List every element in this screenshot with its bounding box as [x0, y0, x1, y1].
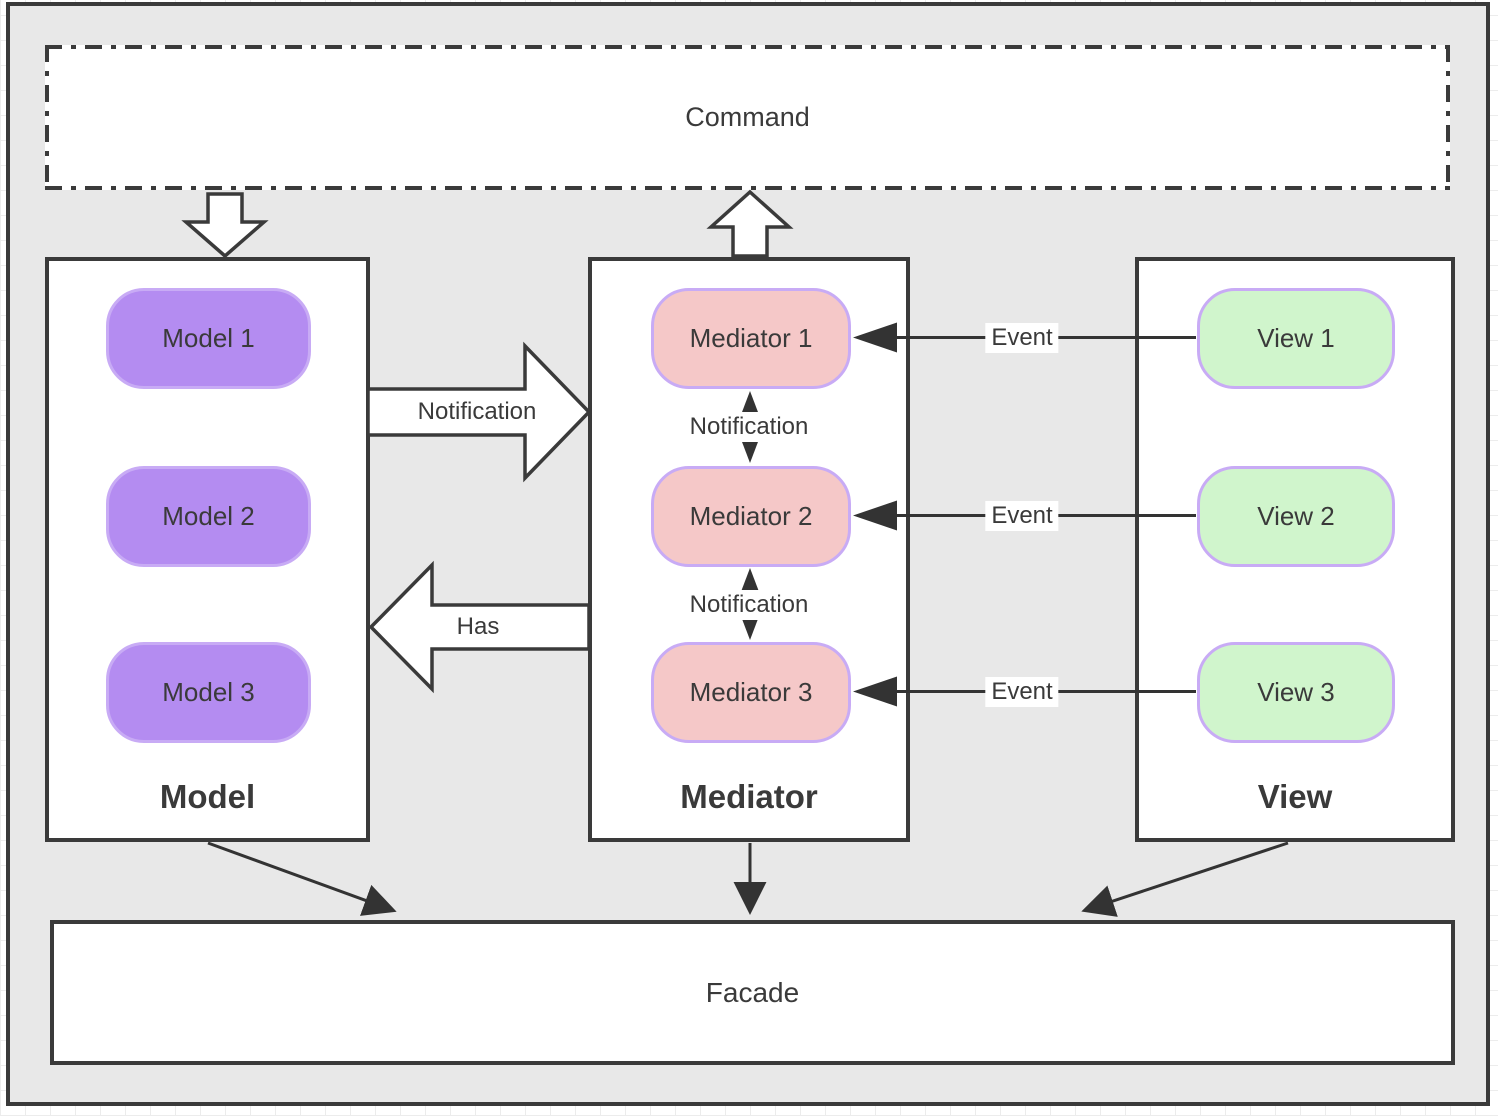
- mediator-node-2: Mediator 2: [651, 466, 851, 567]
- mediator-node-1: Mediator 1: [651, 288, 851, 389]
- view-box: View 1 View 2 View 3 View: [1135, 257, 1455, 842]
- mediator-box: Mediator 1 Mediator 2 Mediator 3 Mediato…: [588, 257, 910, 842]
- model-node-3-label: Model 3: [162, 677, 255, 707]
- event-label-3: Event: [985, 677, 1059, 707]
- model-node-1-label: Model 1: [162, 323, 255, 353]
- notification-arrow-label: Notification: [417, 398, 537, 425]
- model-node-3: Model 3: [106, 642, 311, 743]
- mediator-node-1-label: Mediator 1: [689, 323, 813, 353]
- view-column-title: View: [1257, 778, 1333, 815]
- model-box: Model 1 Model 2 Model 3 Model: [45, 257, 370, 842]
- mediator-link-label-2: Notification: [683, 590, 815, 620]
- command-label: Command: [685, 102, 810, 132]
- model-column-title: Model: [159, 778, 256, 815]
- mediator-node-2-label: Mediator 2: [689, 501, 813, 531]
- view-node-2-label: View 2: [1257, 501, 1335, 531]
- command-box: Command: [45, 45, 1450, 190]
- mediator-link-label-1: Notification: [683, 412, 815, 442]
- view-node-3: View 3: [1197, 642, 1395, 743]
- view-node-1: View 1: [1197, 288, 1395, 389]
- view-node-2: View 2: [1197, 466, 1395, 567]
- model-node-2-label: Model 2: [162, 501, 255, 531]
- event-label-1: Event: [985, 323, 1059, 353]
- view-node-3-label: View 3: [1257, 677, 1335, 707]
- facade-box: Facade: [50, 920, 1455, 1065]
- mediator-column-title: Mediator: [680, 778, 818, 815]
- mediator-node-3-label: Mediator 3: [689, 677, 813, 707]
- mediator-node-3: Mediator 3: [651, 642, 851, 743]
- view-node-1-label: View 1: [1257, 323, 1335, 353]
- event-label-2: Event: [985, 501, 1059, 531]
- facade-label: Facade: [705, 976, 800, 1008]
- model-node-2: Model 2: [106, 466, 311, 567]
- has-arrow-label: Has: [456, 613, 500, 640]
- model-node-1: Model 1: [106, 288, 311, 389]
